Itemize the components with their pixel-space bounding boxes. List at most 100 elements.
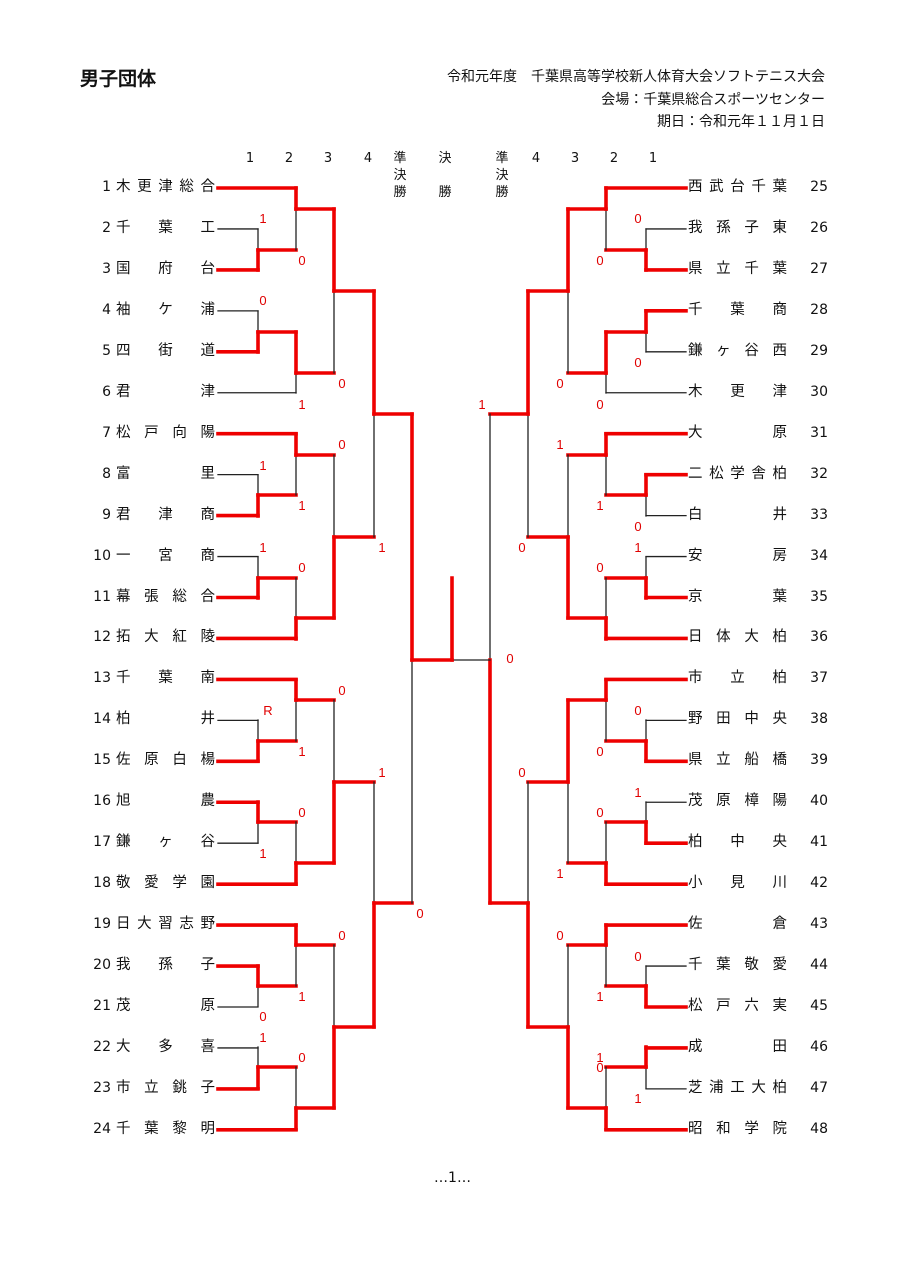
seed-number: 10 bbox=[93, 547, 111, 564]
team-name: 一宮商 bbox=[116, 547, 215, 564]
team-name: 柏井 bbox=[116, 711, 215, 728]
team-name: 柏中央 bbox=[688, 834, 787, 851]
team-name: 我孫子 bbox=[116, 957, 215, 974]
team-name: 拓大紅陵 bbox=[116, 629, 215, 646]
match-score: 0 bbox=[298, 560, 305, 575]
team-name: 千葉南 bbox=[116, 670, 215, 687]
round-label: 1 bbox=[648, 151, 658, 166]
seed-number: 15 bbox=[93, 752, 111, 769]
seed-number: 16 bbox=[93, 793, 111, 810]
seed-number: 1 bbox=[102, 179, 111, 195]
match-score: 0 bbox=[338, 376, 345, 391]
label-char: 決 bbox=[495, 168, 509, 183]
team-name: 日大習志野 bbox=[116, 916, 215, 933]
seed-number: 6 bbox=[102, 383, 111, 400]
team-name: 県立船橋 bbox=[688, 752, 787, 769]
seed-number: 23 bbox=[93, 1079, 111, 1096]
semifinal-label: 準 決 勝 bbox=[392, 150, 408, 201]
seed-number: 29 bbox=[810, 342, 828, 359]
match-score: 0 bbox=[416, 906, 423, 921]
team-name: 木更津総合 bbox=[116, 179, 215, 195]
match-score: 1 bbox=[634, 1091, 641, 1106]
match-score: 0 bbox=[634, 703, 641, 718]
date: 期日：令和元年１１月１日 bbox=[657, 114, 825, 130]
match-score: 1 bbox=[478, 397, 485, 412]
team-name: 白井 bbox=[688, 506, 787, 523]
team-name: 大原 bbox=[688, 424, 787, 441]
team-name: 敬愛学園 bbox=[116, 875, 215, 892]
label-char: 勝 bbox=[495, 185, 509, 200]
team-name: 木更津 bbox=[688, 383, 787, 400]
seed-number: 36 bbox=[810, 629, 828, 646]
match-score: 1 bbox=[634, 785, 641, 800]
seed-number: 44 bbox=[810, 957, 828, 974]
seed-number: 11 bbox=[93, 588, 111, 605]
team-name: 市立柏 bbox=[688, 670, 787, 687]
match-score: 1 bbox=[596, 989, 603, 1004]
team-name: 二松学舎柏 bbox=[688, 465, 787, 482]
team-name: 成田 bbox=[688, 1038, 787, 1055]
team-name: 昭和学院 bbox=[688, 1120, 787, 1137]
seed-number: 18 bbox=[93, 875, 111, 892]
team-name: 千葉黎明 bbox=[116, 1120, 215, 1137]
seed-number: 41 bbox=[810, 834, 828, 851]
match-score: 1 bbox=[259, 458, 266, 473]
match-score: 1 bbox=[298, 397, 305, 412]
round-label: 2 bbox=[609, 151, 619, 166]
team-name: 県立千葉 bbox=[688, 260, 787, 277]
match-score: 0 bbox=[338, 683, 345, 698]
seed-number: 21 bbox=[93, 998, 111, 1014]
seed-number: 28 bbox=[810, 301, 828, 318]
match-score: 1 bbox=[596, 1050, 603, 1065]
team-name: 茂原樟陽 bbox=[688, 793, 787, 810]
seed-number: 32 bbox=[810, 465, 828, 482]
match-score: 0 bbox=[634, 519, 641, 534]
team-name: 野田中央 bbox=[688, 711, 787, 728]
team-name: 安房 bbox=[688, 547, 787, 564]
seed-number: 34 bbox=[810, 547, 828, 564]
match-score: 1 bbox=[259, 540, 266, 555]
match-score: 0 bbox=[338, 928, 345, 943]
match-score: 0 bbox=[596, 1060, 603, 1075]
team-name: 松戸向陽 bbox=[116, 424, 215, 441]
label-char: 準 bbox=[393, 151, 407, 166]
team-name: 茂原 bbox=[116, 998, 215, 1014]
seed-number: 30 bbox=[810, 383, 828, 400]
team-name: 君津商 bbox=[116, 506, 215, 523]
team-name: 日体大柏 bbox=[688, 629, 787, 646]
page-number: …1… bbox=[434, 1170, 471, 1186]
seed-number: 38 bbox=[810, 711, 828, 728]
team-name: 京葉 bbox=[688, 588, 787, 605]
match-score: 0 bbox=[596, 744, 603, 759]
seed-number: 8 bbox=[102, 465, 111, 482]
seed-number: 17 bbox=[93, 834, 111, 851]
team-name: 君津 bbox=[116, 383, 215, 400]
team-name: 大多喜 bbox=[116, 1038, 215, 1055]
match-score: 0 bbox=[298, 253, 305, 268]
seed-number: 31 bbox=[810, 424, 828, 441]
seed-number: 48 bbox=[810, 1120, 828, 1137]
round-label: 4 bbox=[363, 151, 373, 166]
seed-number: 22 bbox=[93, 1038, 111, 1055]
team-name: 富里 bbox=[116, 465, 215, 482]
team-name: 芝浦工大柏 bbox=[688, 1079, 787, 1096]
seed-number: 4 bbox=[102, 301, 111, 318]
match-score: 0 bbox=[338, 437, 345, 452]
match-score: 0 bbox=[506, 651, 513, 666]
seed-number: 13 bbox=[93, 670, 111, 687]
team-name: 千葉敬愛 bbox=[688, 957, 787, 974]
seed-number: 26 bbox=[810, 219, 828, 236]
match-score: 0 bbox=[298, 805, 305, 820]
team-name: 西武台千葉 bbox=[688, 179, 787, 195]
seed-number: 5 bbox=[102, 342, 111, 359]
match-score: 0 bbox=[596, 253, 603, 268]
match-score: 0 bbox=[634, 949, 641, 964]
round-label: 3 bbox=[323, 151, 333, 166]
seed-number: 9 bbox=[102, 506, 111, 523]
seed-number: 46 bbox=[810, 1038, 828, 1055]
match-score: 0 bbox=[556, 928, 563, 943]
label-char: 勝 bbox=[393, 185, 407, 200]
match-score: 1 bbox=[596, 498, 603, 513]
match-score: 0 bbox=[634, 211, 641, 226]
